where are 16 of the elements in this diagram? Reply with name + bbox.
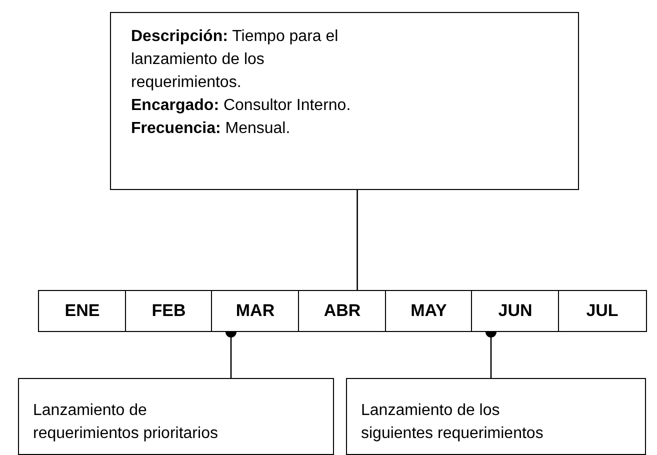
description-box (110, 12, 579, 190)
note-text: Lanzamiento de requerimientos prioritarios (33, 401, 219, 444)
month-cell: MAR (211, 290, 300, 332)
description-text: Encargado: Consultor Interno. (131, 96, 352, 116)
note-text: Lanzamiento de los siguientes requerimientos (361, 401, 544, 444)
month-cell: ENE (38, 290, 126, 332)
month-cell: ABR (298, 290, 386, 332)
description-text: Descripción: Tiempo para el lanzamiento de los requerimientos. (131, 27, 340, 93)
month-cell: MAY (385, 290, 472, 332)
month-cell: FEB (125, 290, 212, 332)
description-text: Frecuencia: Mensual. (131, 119, 292, 139)
note-box (18, 378, 334, 455)
month-cell: JUN (471, 290, 560, 332)
connector-line (356, 190, 358, 290)
note-box (346, 378, 646, 455)
month-cell: JUL (558, 290, 646, 332)
